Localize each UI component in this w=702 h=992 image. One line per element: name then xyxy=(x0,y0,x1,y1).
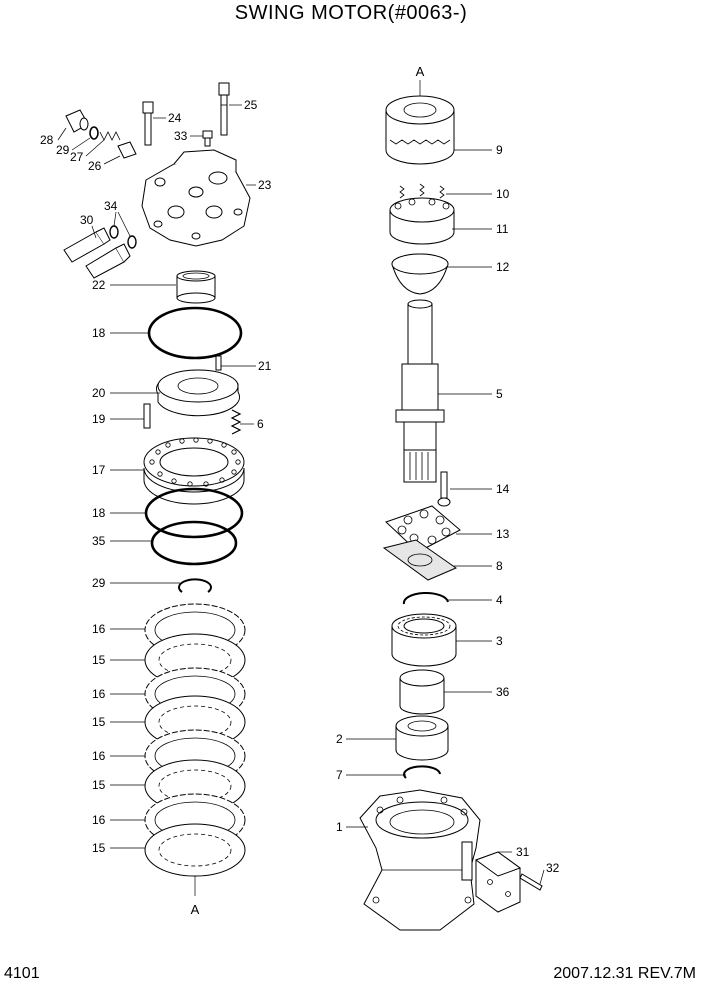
part-cylinder-block-17 xyxy=(143,437,245,505)
callout-15d: 15 xyxy=(92,841,106,855)
part-screw-33 xyxy=(202,130,213,147)
callout-11: 11 xyxy=(496,222,509,236)
callout-1: 1 xyxy=(336,820,343,834)
page-title: SWING MOTOR(#0063-) xyxy=(234,2,468,24)
part-plate-15d xyxy=(144,823,246,877)
part-housing-1 xyxy=(359,789,481,931)
part-roller-bearing-3 xyxy=(391,613,457,667)
callout-group: 9 10 11 12 5 14 13 8 4 3 36 2 7 1 31 32 … xyxy=(40,98,560,885)
part-bolt-24 xyxy=(142,101,154,146)
callout-3: 3 xyxy=(496,634,503,648)
part-valve-plate-20 xyxy=(155,369,241,417)
part-bolt-32 xyxy=(519,873,543,891)
callout-4: 4 xyxy=(496,593,503,607)
callout-16a: 16 xyxy=(92,622,106,636)
callout-23: 23 xyxy=(258,178,272,192)
part-spacer-2 xyxy=(395,715,449,761)
part-relief-valve-30a xyxy=(63,227,111,263)
callout-24: 24 xyxy=(168,111,182,125)
callout-28: 28 xyxy=(40,133,54,147)
callout-16d: 16 xyxy=(92,813,106,827)
callout-7: 7 xyxy=(336,768,343,782)
callout-35: 35 xyxy=(92,534,106,548)
callout-29-lower: 29 xyxy=(92,576,106,590)
callout-22: 22 xyxy=(92,278,106,292)
part-shaft-5 xyxy=(395,299,445,483)
part-spring-27 xyxy=(99,131,121,141)
callout-2: 2 xyxy=(336,732,343,746)
callout-20: 20 xyxy=(92,386,106,400)
part-holder-11 xyxy=(389,197,455,245)
part-oring-29-top xyxy=(89,126,99,140)
callout-33: 33 xyxy=(174,129,188,143)
part-springs-10 xyxy=(399,183,445,199)
part-oring-34b xyxy=(127,235,137,249)
part-pin-21 xyxy=(215,355,222,371)
callout-10: 10 xyxy=(496,187,510,201)
part-spring-6 xyxy=(230,409,242,435)
part-screw-14 xyxy=(437,471,451,507)
callout-13: 13 xyxy=(496,527,510,541)
callout-14: 14 xyxy=(496,482,510,496)
part-retainer-12 xyxy=(391,253,449,295)
part-pin-19 xyxy=(143,403,151,429)
connector-label-bottom: A xyxy=(191,902,200,917)
callout-26: 26 xyxy=(88,159,102,173)
callout-36: 36 xyxy=(496,685,510,699)
part-poppet-26 xyxy=(117,141,137,159)
part-oring-35 xyxy=(150,520,238,566)
callout-18-lower: 18 xyxy=(92,506,106,520)
callout-6: 6 xyxy=(257,417,264,431)
callout-9: 9 xyxy=(496,143,503,157)
callout-29-top: 29 xyxy=(56,143,70,157)
part-plug-28 xyxy=(65,109,89,133)
callout-15b: 15 xyxy=(92,715,106,729)
callout-16b: 16 xyxy=(92,687,106,701)
callout-18-top: 18 xyxy=(92,326,106,340)
part-snap-ring-7 xyxy=(403,765,441,779)
callout-17: 17 xyxy=(92,463,106,477)
callout-5: 5 xyxy=(496,387,503,401)
part-valve-cover-23 xyxy=(141,149,251,247)
part-brake-piston-9 xyxy=(385,95,455,165)
connector-label-top: A xyxy=(416,64,425,79)
page-number: 4101 xyxy=(4,965,40,982)
callout-15c: 15 xyxy=(92,778,106,792)
callout-16c: 16 xyxy=(92,749,106,763)
part-bearing-22 xyxy=(176,270,216,304)
callout-8: 8 xyxy=(496,559,503,573)
callout-32: 32 xyxy=(546,861,560,875)
part-shoe-plate-13 xyxy=(385,505,461,553)
part-snap-ring-29 xyxy=(178,578,212,593)
part-snap-ring-4 xyxy=(402,591,449,605)
part-oring-18-top xyxy=(147,306,243,360)
part-relief-valve-30b xyxy=(85,243,131,279)
callout-12: 12 xyxy=(496,260,510,274)
part-bolt-25 xyxy=(218,82,230,136)
callout-27: 27 xyxy=(70,150,84,164)
callout-34: 34 xyxy=(104,199,118,213)
callout-15a: 15 xyxy=(92,653,106,667)
part-oring-34a xyxy=(109,225,119,239)
callout-19: 19 xyxy=(92,412,106,426)
revision-label: 2007.12.31 REV.7M xyxy=(553,965,696,982)
part-swash-plate-8 xyxy=(382,539,458,581)
callout-25: 25 xyxy=(244,98,258,112)
callout-21: 21 xyxy=(258,359,272,373)
callout-31: 31 xyxy=(516,845,530,859)
part-sleeve-36 xyxy=(399,669,445,715)
callout-30: 30 xyxy=(80,213,94,227)
